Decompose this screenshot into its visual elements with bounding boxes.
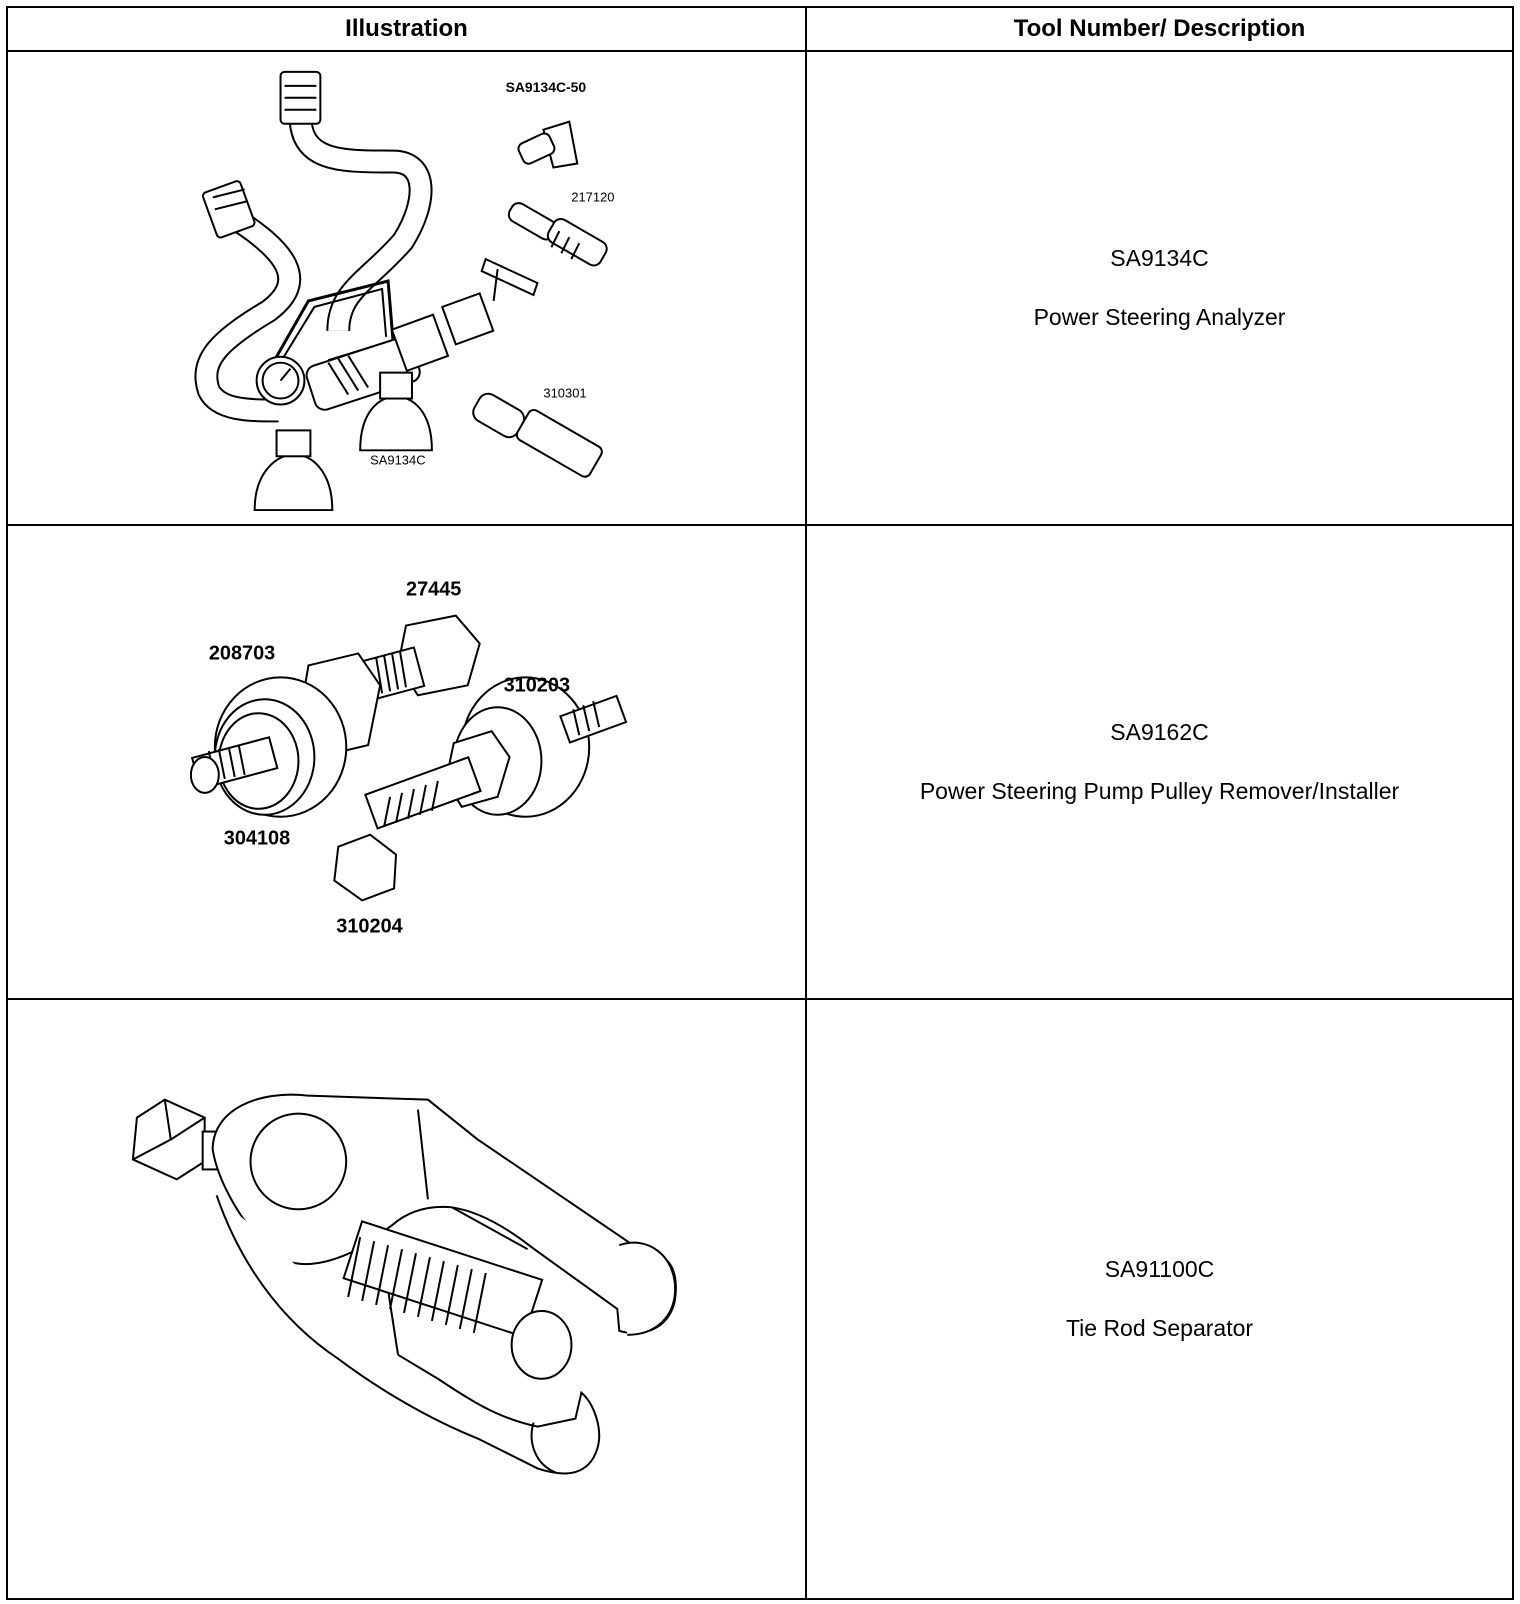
tool-description: Tie Rod Separator (1065, 1315, 1254, 1341)
tool-number: SA9134C (1110, 245, 1209, 271)
callout-27445: 27445 (406, 579, 461, 601)
tool-row-analyzer: SA9134C-50 217120 310301 SA9134C SA9134C… (6, 50, 1514, 526)
tool-number: SA91100C (1104, 1256, 1215, 1282)
tool-number: SA9162C (1110, 719, 1209, 745)
description-cell: SA9134C Power Steering Analyzer (805, 50, 1514, 526)
callout-217120: 217120 (571, 189, 614, 204)
callout-310301: 310301 (543, 386, 586, 401)
callout-208703: 208703 (209, 642, 275, 664)
header-tool-description: Tool Number/ Description (805, 6, 1514, 52)
header-row: Illustration Tool Number/ Description (6, 6, 1514, 52)
description-cell: SA9162C Power Steering Pump Pulley Remov… (805, 524, 1514, 1000)
callout-310203: 310203 (504, 674, 570, 696)
tool-description: Power Steering Pump Pulley Remover/Insta… (919, 778, 1400, 804)
illustration-cell: 27445 208703 310203 304108 310204 (6, 524, 807, 1000)
illustration-cell: SA9134C-50 217120 310301 SA9134C (6, 50, 807, 526)
description-cell: SA91100C Tie Rod Separator (805, 998, 1514, 1600)
tool-row-tie-rod: SA91100C Tie Rod Separator (6, 998, 1514, 1600)
callout-sa9134c: SA9134C (370, 452, 425, 467)
callout-304108: 304108 (224, 828, 290, 850)
callout-sa9134c-50: SA9134C-50 (506, 79, 587, 95)
tool-row-pulley: 27445 208703 310203 304108 310204 SA9162… (6, 524, 1514, 1000)
tool-description: Power Steering Analyzer (1033, 304, 1286, 330)
special-tools-table: Illustration Tool Number/ Description (6, 6, 1514, 1600)
header-illustration: Illustration (6, 6, 807, 52)
tie-rod-separator-illustration (131, 1093, 677, 1475)
callout-310204: 310204 (336, 915, 402, 937)
pulley-remover-installer-illustration: 27445 208703 310203 304108 310204 (189, 579, 628, 937)
illustration-cell (6, 998, 807, 1600)
power-steering-analyzer-illustration: SA9134C-50 217120 310301 SA9134C (194, 70, 614, 512)
